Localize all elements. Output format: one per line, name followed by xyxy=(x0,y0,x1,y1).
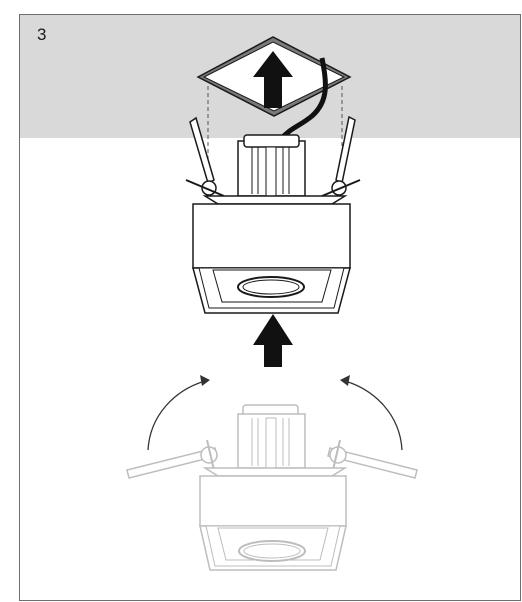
fixture-ghost xyxy=(126,375,418,571)
fixture-top xyxy=(185,57,361,314)
arrow-up-icon xyxy=(253,314,293,367)
arrow-up-icon xyxy=(253,51,293,108)
step-number: 3 xyxy=(37,25,47,44)
